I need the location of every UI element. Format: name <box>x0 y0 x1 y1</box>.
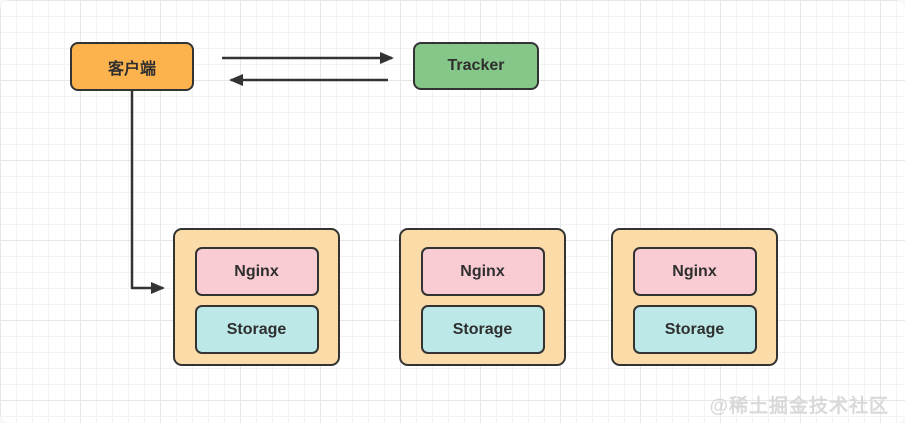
storage-label: Storage <box>452 320 513 338</box>
client-to-storage-arrow <box>130 91 165 294</box>
storage-box: Storage <box>632 305 757 354</box>
tracker-label: Tracker <box>447 57 505 74</box>
storage-box: Storage <box>194 305 319 354</box>
nginx-label: Nginx <box>672 262 717 280</box>
tracker-node: Tracker <box>413 42 539 90</box>
storage-node-3: Nginx Storage <box>611 228 778 366</box>
storage-node-2: Nginx Storage <box>399 228 566 366</box>
storage-box: Storage <box>420 305 545 354</box>
client-label: 客户端 <box>107 60 156 78</box>
nginx-label: Nginx <box>460 262 505 280</box>
storage-label: Storage <box>226 320 287 338</box>
storage-node-1: Nginx Storage <box>173 228 340 366</box>
nginx-box: Nginx <box>420 247 545 296</box>
nginx-box: Nginx <box>194 247 319 296</box>
watermark: @稀土掘金技术社区 <box>709 396 889 417</box>
nginx-label: Nginx <box>234 262 279 280</box>
client-node: 客户端 <box>70 42 194 91</box>
storage-label: Storage <box>664 320 725 338</box>
nginx-box: Nginx <box>632 247 757 296</box>
